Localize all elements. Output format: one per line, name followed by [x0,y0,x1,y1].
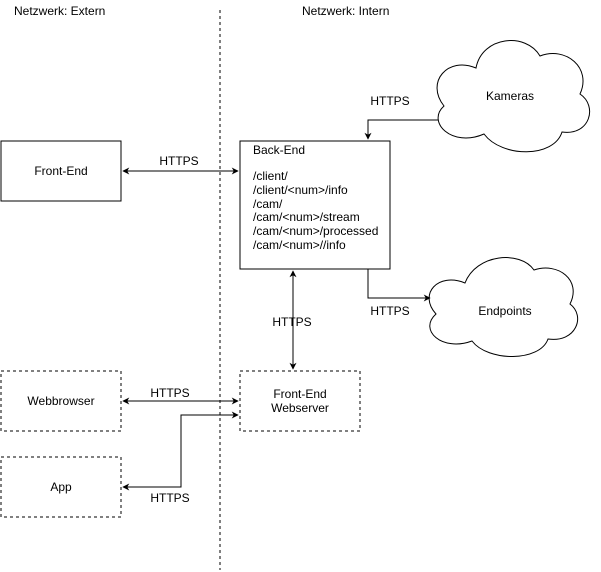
endpoints-cloud: Endpoints [428,257,579,357]
endpoints-label: Endpoints [478,304,531,318]
frontend-label: Front-End [34,164,87,178]
backend-route: /client/<num>/info [253,183,348,197]
backend-route: /cam/<num>/stream [253,210,360,224]
zone-label-intern: Netzwerk: Intern [302,4,389,18]
backend-route: /cam/<num>//info [253,238,346,252]
frontend-webserver-label-line1: Front-End [273,387,326,401]
edge-label-app-webserver: HTTPS [150,491,189,505]
edge-label-backend-endpoints: HTTPS [370,304,409,318]
edge-kameras-backend [364,119,438,140]
backend-node: Back-End /client/ /client/<num>/info /ca… [239,140,391,270]
app-label: App [50,480,72,494]
zone-label-extern: Netzwerk: Extern [14,4,105,18]
webbrowser-node: Webbrowser [0,370,122,432]
cloud-icon [428,257,579,357]
edge-app-webserver [122,411,239,491]
backend-route: /cam/<num>/processed [253,224,378,238]
backend-title: Back-End [253,143,305,157]
frontend-webserver-node: Front-End Webserver [239,370,361,432]
cloud-icon [436,40,591,153]
app-node: App [0,456,122,518]
edge-label-kameras-backend: HTTPS [370,94,409,108]
edge-label-webbrowser-webserver: HTTPS [150,386,189,400]
edge-backend-endpoints [367,269,431,302]
kameras-label: Kameras [486,89,534,103]
frontend-node: Front-End [0,140,122,202]
webbrowser-label: Webbrowser [27,394,94,408]
edge-label-frontend-backend: HTTPS [159,154,198,168]
frontend-webserver-label-line2: Webserver [271,401,329,415]
backend-route: /client/ [253,169,288,183]
kameras-cloud: Kameras [436,40,591,153]
edge-label-backend-webserver: HTTPS [272,315,311,329]
backend-route: /cam/ [253,197,283,211]
